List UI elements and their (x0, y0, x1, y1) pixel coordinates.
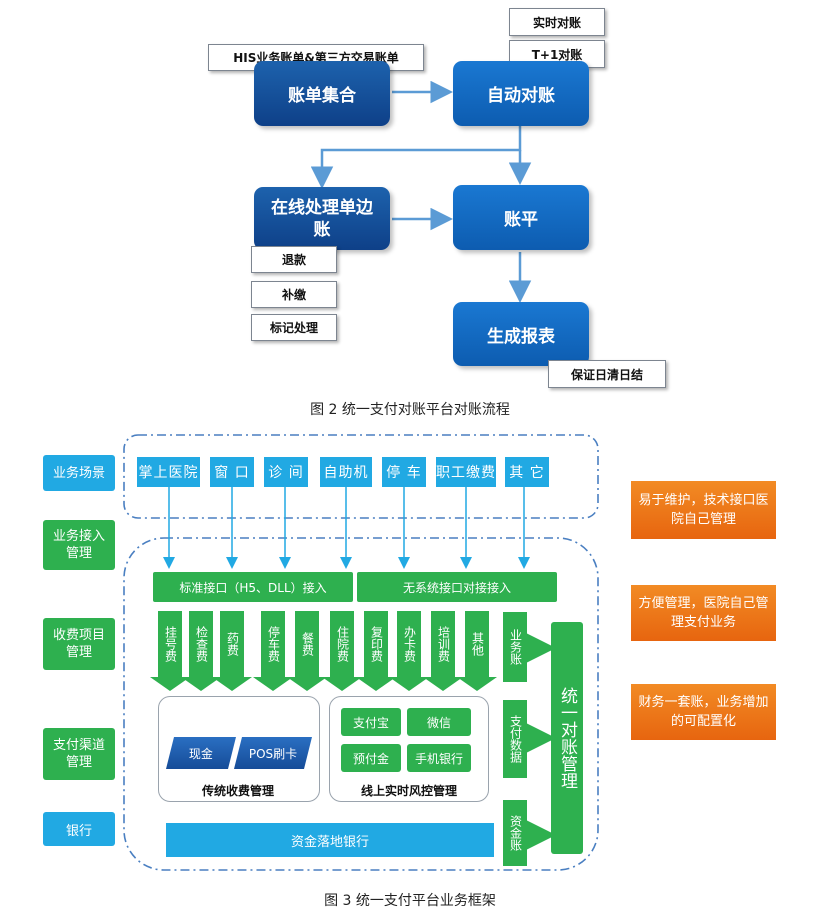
platform-dashed-frame (123, 537, 599, 871)
fee-arrowhead (389, 677, 429, 691)
box-payment-data: 支付数据 (503, 700, 527, 778)
node-balanced: 账平 (453, 185, 589, 250)
arrow-auto-to-online (310, 126, 522, 189)
tag-supplement: 补缴 (251, 281, 337, 308)
fee-parking: 停车费 (261, 611, 285, 677)
band-no-system-interface: 无系统接口对接接入 (357, 572, 557, 602)
figure3-caption: 图 3 统一支付平台业务框架 (324, 893, 496, 909)
online-payment-frame (329, 696, 489, 802)
figure2-caption: 图 2 统一支付对账平台对账流程 (310, 402, 510, 418)
benefit-management: 方便管理，医院自己管理支付业务 (631, 585, 776, 641)
scene-clinic: 诊 间 (264, 457, 308, 487)
pos-label: POS刷卡 (248, 746, 298, 761)
node-generate-report: 生成报表 (453, 302, 589, 366)
framework-lines (123, 434, 599, 871)
box-unified-reconciliation: 统一对账管理 (551, 622, 583, 854)
pay-wechat: 微信 (407, 708, 471, 736)
tag-daily-settlement: 保证日清日结 (548, 360, 666, 388)
label-payment-channels: 支付渠道管理 (43, 728, 115, 780)
fee-arrowhead (287, 677, 327, 691)
cash-label: 现金 (188, 746, 213, 761)
benefit-finance: 财务一套账，业务增加的可配置化 (631, 684, 776, 740)
fee-arrowhead (181, 677, 221, 691)
bank-bar: 资金落地银行 (166, 823, 494, 857)
fee-arrowhead (423, 677, 463, 691)
node-bill-collection: 账单集合 (254, 61, 390, 126)
box-business-account: 业务账 (503, 612, 527, 682)
fee-hospitalization: 住院费 (330, 611, 354, 677)
fee-meals: 餐费 (295, 611, 319, 677)
fee-registration: 挂号费 (158, 611, 182, 677)
pay-prepaid: 预付金 (341, 744, 401, 772)
tag-refund: 退款 (251, 246, 337, 273)
fee-arrowhead (457, 677, 497, 691)
node-auto-reconciliation: 自动对账 (453, 61, 589, 126)
online-title: 线上实时风控管理 (360, 783, 457, 798)
fee-copying: 复印费 (364, 611, 388, 677)
scene-parking: 停 车 (382, 457, 426, 487)
cash-box: 现金 (166, 737, 236, 769)
pos-box: POS刷卡 (234, 737, 312, 769)
fee-arrowhead (253, 677, 293, 691)
fee-arrowhead (150, 677, 190, 691)
scene-mobile-hospital: 掌上医院 (137, 457, 200, 487)
band-standard-interface: 标准接口（H5、DLL）接入 (153, 572, 353, 602)
traditional-payment-frame (158, 696, 320, 802)
scene-dashed-frame (123, 434, 599, 519)
tag-realtime-reconciliation: 实时对账 (509, 8, 605, 36)
scene-other: 其 它 (505, 457, 549, 487)
fee-training: 培训费 (431, 611, 455, 677)
fee-other: 其他 (465, 611, 489, 677)
flow-arrows (310, 80, 532, 303)
traditional-title: 传统收费管理 (201, 783, 274, 798)
fee-card: 办卡费 (397, 611, 421, 677)
fee-arrowhead (212, 677, 252, 691)
label-business-access: 业务接入管理 (43, 520, 115, 570)
label-business-scene: 业务场景 (43, 455, 115, 491)
pay-alipay: 支付宝 (341, 708, 401, 736)
fee-arrowhead (322, 677, 362, 691)
node-online-single-side: 在线处理单边账 (254, 187, 390, 250)
scene-window: 窗 口 (210, 457, 254, 487)
label-fee-items: 收费项目管理 (43, 618, 115, 670)
box-fund-account: 资金账 (503, 800, 527, 866)
pay-mobile-bank: 手机银行 (407, 744, 471, 772)
fee-examination: 检查费 (189, 611, 213, 677)
fee-medicine: 药费 (220, 611, 244, 677)
scene-self-service: 自助机 (320, 457, 372, 487)
tag-mark-processing: 标记处理 (251, 314, 337, 341)
scene-staff-payment: 职工缴费 (436, 457, 496, 487)
benefit-maintenance: 易于维护，技术接口医院自己管理 (631, 481, 776, 539)
label-bank: 银行 (43, 812, 115, 846)
fee-arrowhead (356, 677, 396, 691)
